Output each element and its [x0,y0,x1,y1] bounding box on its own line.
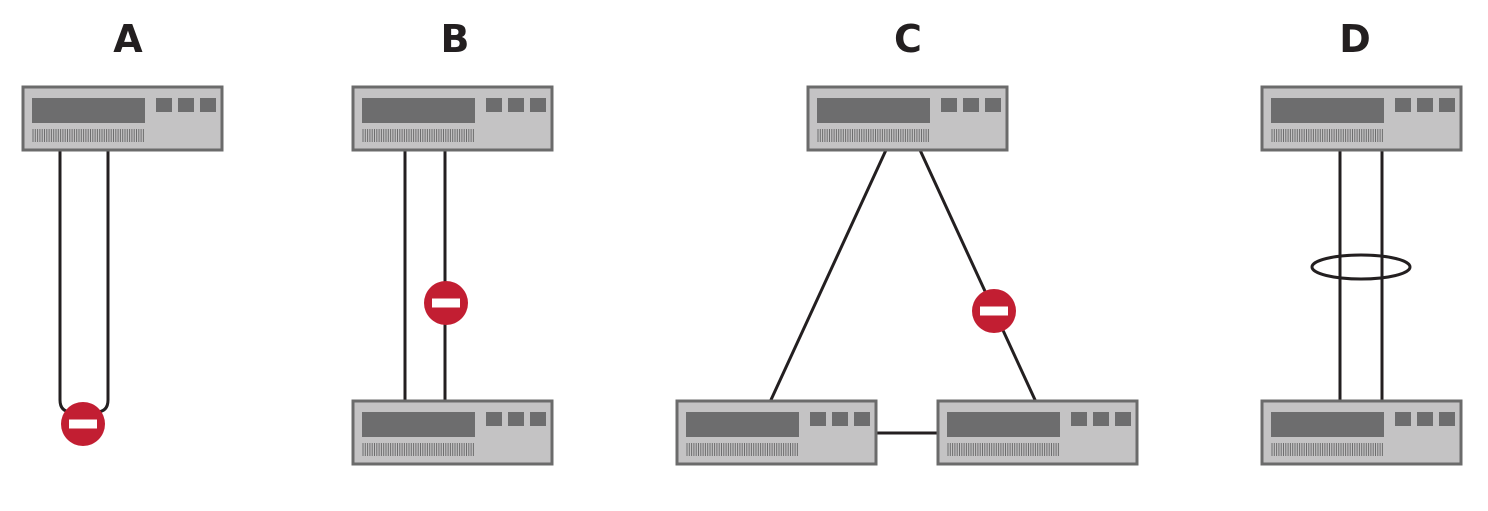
switch-port [530,98,546,112]
switch-port [1395,98,1411,112]
switch-port [486,412,502,426]
panel-label-b: B [441,17,470,61]
switch-icon [675,399,878,466]
switch-port [1071,412,1087,426]
switch-display-panel [1271,98,1384,123]
blocked-port-icon [972,289,1016,333]
switch-port [178,98,194,112]
switch-port [854,412,870,426]
switch-port [1439,412,1455,426]
switch-display-panel [686,412,799,437]
switch-vent-grille [686,443,798,456]
panel-label-d: D [1339,17,1371,61]
switch-port [1417,98,1433,112]
switch-vent-grille [817,129,929,142]
switch-icon [936,399,1139,466]
switch-icon [351,85,554,152]
switch-port [156,98,172,112]
switch-port [810,412,826,426]
switch-icon [1260,85,1463,152]
switch-display-panel [362,98,475,123]
switch-port [200,98,216,112]
switch-icon [21,85,224,152]
panel-label-c: C [894,17,922,61]
switch-port [1395,412,1411,426]
switch-vent-grille [1271,443,1383,456]
panel-a [21,85,224,446]
switch-port [1417,412,1433,426]
switch-port [1115,412,1131,426]
blocked-port-icon [61,402,105,446]
switch-vent-grille [362,129,474,142]
switch-display-panel [947,412,1060,437]
switch-port [1093,412,1109,426]
switch-display-panel [32,98,145,123]
link-top-left [768,149,888,403]
switch-vent-grille [947,443,1059,456]
link-top-right [918,149,1038,403]
switch-vent-grille [362,443,474,456]
switch-icon [806,85,1009,152]
switch-port [985,98,1001,112]
switch-icon [351,399,554,466]
switch-port [486,98,502,112]
switch-display-panel [817,98,930,123]
panel-b [351,85,554,466]
panel-label-a: A [113,17,143,61]
switch-vent-grille [1271,129,1383,142]
link-aggregation-ring-icon [1310,253,1412,281]
switch-port [832,412,848,426]
switch-port [508,412,524,426]
loop-cable [58,150,110,414]
panel-c [675,85,1139,466]
blocked-port-icon [424,281,468,325]
switch-port [941,98,957,112]
switch-display-panel [1271,412,1384,437]
switch-icon [1260,399,1463,466]
switch-port [530,412,546,426]
switch-port [508,98,524,112]
switch-vent-grille [32,129,144,142]
switch-port [1439,98,1455,112]
panel-d [1260,85,1463,466]
switch-port [963,98,979,112]
switch-display-panel [362,412,475,437]
